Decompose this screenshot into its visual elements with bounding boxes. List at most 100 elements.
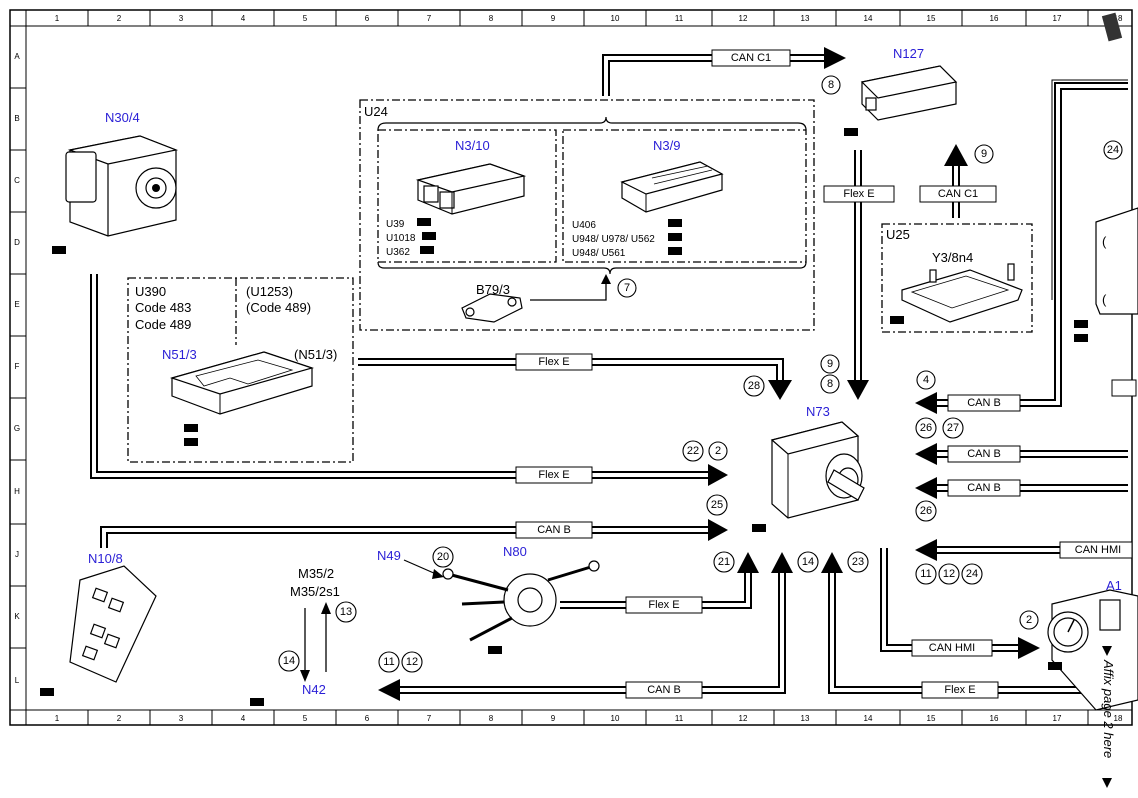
bus-label-flex-e-mid: Flex E <box>538 356 569 368</box>
svg-text:6: 6 <box>365 14 370 23</box>
label-code-489-optional: (Code 489) <box>246 300 311 315</box>
svg-text:21: 21 <box>718 556 730 568</box>
svg-text:3: 3 <box>179 714 184 723</box>
svg-text:11: 11 <box>675 714 684 723</box>
label-n80: N80 <box>503 544 527 559</box>
label-u25: U25 <box>886 227 910 242</box>
svg-text:20: 20 <box>437 551 449 563</box>
n3-9-code-1: U948/ U978/ U562 <box>572 234 655 245</box>
n30-4-abs-unit-icon <box>65 135 179 237</box>
svg-text:9: 9 <box>551 714 556 723</box>
svg-text:25: 25 <box>711 499 723 511</box>
svg-text:D: D <box>14 238 20 247</box>
n3-10-code-1: U1018 <box>386 233 416 244</box>
svg-text:27: 27 <box>947 422 959 434</box>
right-module-icon: ( ( <box>1095 207 1138 315</box>
svg-text:8: 8 <box>489 14 494 23</box>
svg-text:24: 24 <box>966 568 978 580</box>
svg-text:11: 11 <box>383 656 394 668</box>
y3-8n4-valve-icon <box>901 263 1023 323</box>
svg-text:B: B <box>14 114 19 123</box>
svg-text:22: 22 <box>687 445 699 457</box>
u24-group-box <box>359 99 815 331</box>
svg-text:13: 13 <box>801 714 810 723</box>
svg-text:14: 14 <box>283 655 295 667</box>
n3-10-code-2: U362 <box>386 247 410 258</box>
svg-text:9: 9 <box>827 358 833 370</box>
svg-text:17: 17 <box>1053 714 1062 723</box>
svg-text:26: 26 <box>920 422 932 434</box>
side-note-affix-page: Affix page 2 here <box>1101 659 1116 758</box>
label-n127: N127 <box>893 46 924 61</box>
n3-10-ecu-icon <box>415 163 527 215</box>
svg-text:J: J <box>15 550 19 559</box>
label-m35-2s1: M35/2s1 <box>290 584 340 599</box>
svg-text:1: 1 <box>55 14 60 23</box>
column-ticks <box>87 10 1089 725</box>
svg-text:10: 10 <box>611 14 620 23</box>
svg-text:12: 12 <box>406 656 418 668</box>
n80-steering-column-module-icon <box>442 560 600 642</box>
label-n10-8: N10/8 <box>88 551 123 566</box>
svg-text:4: 4 <box>241 14 246 23</box>
svg-text:4: 4 <box>241 714 246 723</box>
a1-instrument-cluster-icon <box>1047 589 1138 711</box>
bus-label-can-hmi-right: CAN HMI <box>1075 544 1121 556</box>
svg-text:8: 8 <box>828 79 834 91</box>
svg-text:5: 5 <box>303 14 308 23</box>
reference-icons <box>40 128 1088 706</box>
bus-label-flex-e-bottom: Flex E <box>944 684 975 696</box>
svg-text:15: 15 <box>927 714 936 723</box>
svg-text:12: 12 <box>943 568 955 580</box>
bus-label-flex-e-right: Flex E <box>843 188 874 200</box>
bus-label-can-c1-top: CAN C1 <box>731 52 771 64</box>
n10-8-sam-icon <box>69 565 157 683</box>
svg-text:F: F <box>15 362 20 371</box>
label-n73: N73 <box>806 404 830 419</box>
row-labels: AB CD EF GH JK L <box>14 52 20 685</box>
svg-text:H: H <box>14 487 20 496</box>
svg-text:4: 4 <box>923 374 929 386</box>
b79-3-sensor-icon <box>461 293 523 323</box>
svg-text:K: K <box>14 612 20 621</box>
svg-text:11: 11 <box>920 568 931 580</box>
label-y3-8n4: Y3/8n4 <box>932 250 973 265</box>
svg-text:7: 7 <box>624 282 630 294</box>
u25-group-box <box>881 223 1033 333</box>
svg-text:5: 5 <box>303 714 308 723</box>
label-code-489: Code 489 <box>135 317 191 332</box>
label-a1: A1 <box>1106 578 1122 593</box>
label-n51-3: N51/3 <box>162 347 197 362</box>
bus-label-can-c1-mid: CAN C1 <box>938 188 978 200</box>
svg-text:16: 16 <box>990 714 999 723</box>
svg-text:L: L <box>15 676 20 685</box>
svg-text:12: 12 <box>739 714 748 723</box>
svg-text:24: 24 <box>1107 144 1119 156</box>
bus-label-can-b-r2: CAN B <box>967 448 1001 460</box>
label-m35-2: M35/2 <box>298 566 334 581</box>
svg-text:26: 26 <box>920 505 932 517</box>
label-u390: U390 <box>135 284 166 299</box>
n3-9-code-2: U948/ U561 <box>572 248 626 259</box>
svg-text:3: 3 <box>179 14 184 23</box>
n51-3-module-icon <box>169 351 315 415</box>
bus-label-flex-e-lower: Flex E <box>538 469 569 481</box>
svg-text:A: A <box>14 52 20 61</box>
n3-10-code-0: U39 <box>386 219 405 230</box>
callouts: 8 9 7 24 9 8 28 4 26 27 22 2 25 26 20 21… <box>278 75 1123 673</box>
svg-text:(: ( <box>1102 292 1107 307</box>
label-n3-9: N3/9 <box>653 138 680 153</box>
svg-text:11: 11 <box>675 14 684 23</box>
svg-text:8: 8 <box>827 378 833 390</box>
n3-9-box <box>562 129 807 263</box>
svg-text:7: 7 <box>427 14 432 23</box>
u390-group-box <box>127 277 354 463</box>
bus-label-flex-e-n80: Flex E <box>648 599 679 611</box>
svg-text:C: C <box>14 176 20 185</box>
svg-text:2: 2 <box>1026 614 1032 626</box>
svg-text:(: ( <box>1102 234 1107 249</box>
svg-text:14: 14 <box>802 556 814 568</box>
label-n3-10: N3/10 <box>455 138 490 153</box>
